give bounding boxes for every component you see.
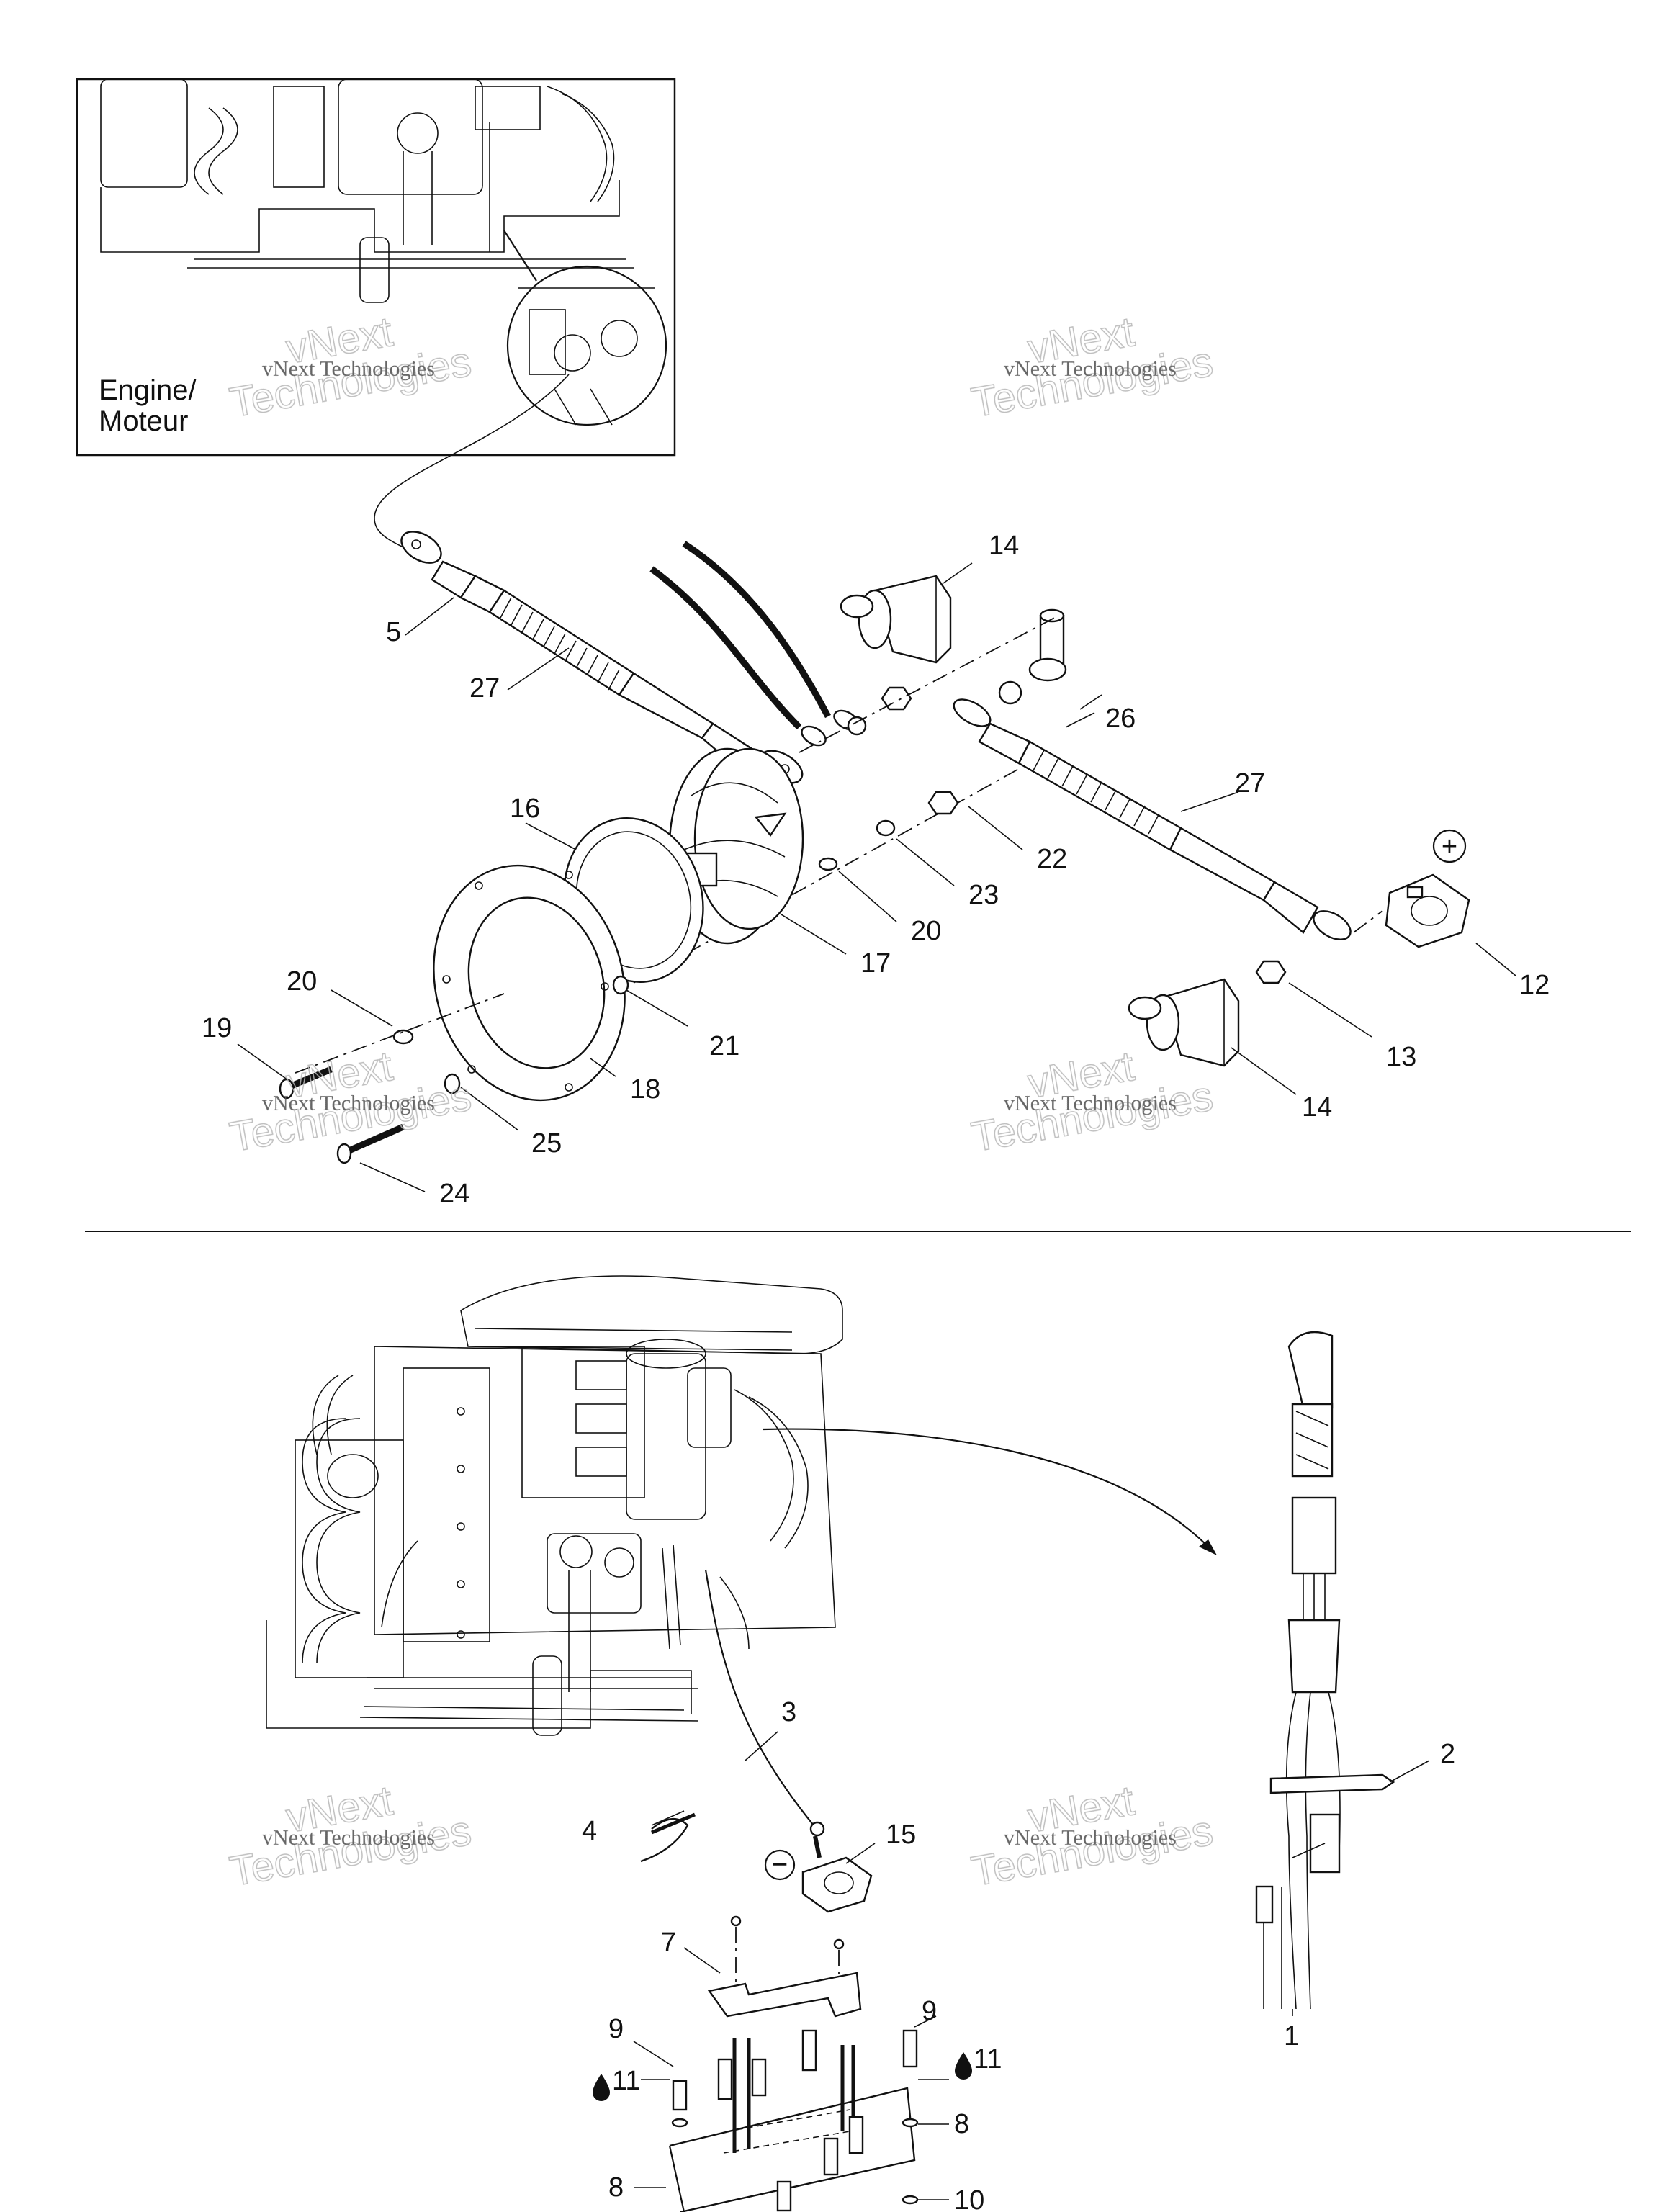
mounting-plate	[433, 864, 626, 1102]
leader-lines-bottom	[633, 1731, 1430, 2200]
callout-9-right: 9	[922, 1996, 937, 2026]
watermark-text: vNext Technologies	[1004, 1092, 1177, 1115]
bottom-assembly: −	[266, 1275, 1455, 2212]
callouts-bottom: 3 4 15 2 1 7 9 9 11 11 8 8 10	[582, 1697, 1455, 2212]
callout-3: 3	[781, 1697, 796, 1727]
inset-leader-cable	[374, 374, 570, 548]
battery-clamp-positive	[1385, 873, 1470, 948]
oil-drop-icon	[593, 2074, 610, 2101]
callout-22: 22	[1037, 844, 1067, 874]
callout-26: 26	[1105, 703, 1136, 734]
callout-7: 7	[661, 1928, 676, 1958]
oil-drop-icon	[955, 2052, 972, 2080]
watermark-text: vNext Technologies	[1004, 357, 1177, 381]
callout-20-right: 20	[911, 916, 941, 946]
callout-9-left: 9	[608, 2014, 624, 2044]
battery-clamp-negative	[801, 1856, 873, 1913]
callout-10: 10	[954, 2185, 984, 2212]
cable-assembly-lower	[953, 698, 1383, 940]
detail-pointer-arrow	[763, 1428, 1210, 1549]
inset-label-moteur: Moteur	[99, 405, 189, 437]
callout-5: 5	[386, 617, 401, 647]
watermark-text: vNext Technologies	[262, 1092, 435, 1115]
inset-label-engine: Engine/	[99, 374, 197, 406]
callout-21: 21	[709, 1031, 739, 1061]
callout-18: 18	[630, 1074, 660, 1105]
terminal-cap-lower	[1128, 978, 1240, 1067]
callout-12: 12	[1519, 970, 1550, 1000]
callout-8-left: 8	[608, 2172, 624, 2203]
callout-14-lower: 14	[1302, 1092, 1332, 1123]
callout-17: 17	[860, 948, 891, 979]
callout-8-right: 8	[954, 2109, 969, 2139]
watermark-text: vNext Technologies	[1004, 1826, 1177, 1850]
engine-illustration	[266, 1275, 843, 1736]
callout-20-left: 20	[287, 966, 317, 997]
callout-4: 4	[582, 1816, 597, 1846]
callout-25: 25	[531, 1128, 562, 1159]
top-assembly: +	[202, 531, 1550, 1209]
callout-16: 16	[510, 793, 540, 824]
callout-27-upper: 27	[469, 673, 500, 703]
callout-19: 19	[202, 1013, 232, 1043]
wiring-harness-detail	[1255, 1331, 1395, 2010]
callout-24: 24	[439, 1179, 469, 1209]
tie-wrap	[640, 1812, 696, 1863]
leader-lines-top	[237, 562, 1516, 1192]
terminal-cap-upper	[840, 575, 952, 664]
negative-terminal-symbol: −	[772, 1850, 788, 1880]
watermark-text: vNext Technologies	[262, 1826, 435, 1850]
callout-2: 2	[1440, 1739, 1455, 1769]
callouts-top: 5 27 14 26 16 27 22 23 20 17 20 19 21 18…	[202, 531, 1550, 1209]
callout-15: 15	[886, 1820, 916, 1850]
terminal-sleeve	[998, 608, 1067, 705]
callout-23: 23	[968, 880, 999, 910]
callout-1: 1	[1284, 2021, 1299, 2051]
watermark-text: vNext Technologies	[262, 357, 435, 381]
ground-cable	[704, 1569, 814, 1826]
battery-tray	[668, 1915, 919, 2212]
positive-terminal-symbol: +	[1442, 832, 1457, 862]
callout-27-lower: 27	[1235, 768, 1265, 799]
callout-11-left: 11	[612, 2066, 640, 2096]
engine-inset: Engine/ Moteur	[76, 78, 676, 457]
callout-11-right: 11	[974, 2044, 1002, 2074]
callout-13: 13	[1386, 1042, 1416, 1072]
callout-14-upper: 14	[989, 531, 1019, 561]
watermarks: vNext Technologies vNext Technologies vN…	[226, 307, 1217, 1896]
